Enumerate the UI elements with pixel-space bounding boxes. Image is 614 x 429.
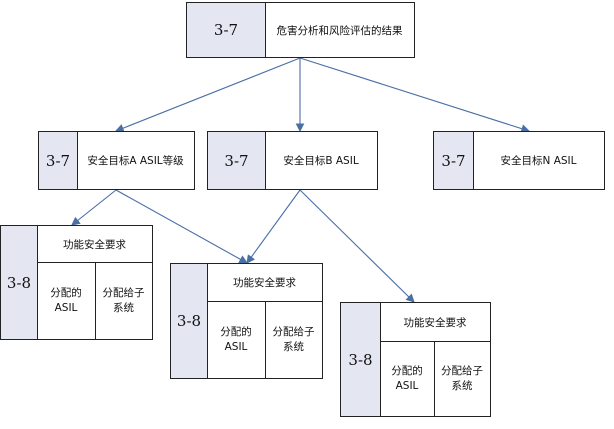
req-3-allocated-asil: 分配的 ASIL <box>380 341 435 416</box>
root-id: 3-7 <box>187 3 266 57</box>
req-1-allocated-asil: 分配的 ASIL <box>37 262 96 339</box>
req-1-id: 3-8 <box>1 226 38 339</box>
arrow-goal-b-to-req-3 <box>299 189 415 303</box>
req-3-id: 3-8 <box>341 303 381 416</box>
goal-box-b: 3-7 安全目标B ASIL <box>207 131 378 190</box>
req-2-title: 功能安全要求 <box>207 264 322 302</box>
goal-a-id: 3-7 <box>39 132 78 189</box>
goal-a-label: 安全目标A ASIL等级 <box>87 155 184 167</box>
goal-box-n: 3-7 安全目标N ASIL <box>433 131 605 190</box>
req-1-title: 功能安全要求 <box>37 226 152 263</box>
arrow-root-to-goal-n <box>299 57 531 133</box>
root-label: 危害分析和风险评估的结果 <box>276 24 403 37</box>
req-3-allocated-subsystem: 分配给子 系统 <box>441 365 483 392</box>
req-1-allocated-subsystem: 分配给子 系统 <box>102 287 145 314</box>
goal-n-id: 3-7 <box>434 132 474 189</box>
req-1-body: 功能安全要求 分配的 ASIL 分配给子 系统 <box>37 226 152 339</box>
arrow-goal-b-to-req-2 <box>246 189 301 264</box>
goal-n-label: 安全目标N ASIL <box>500 155 577 167</box>
requirement-box-1: 3-8 功能安全要求 分配的 ASIL 分配给子 系统 <box>0 225 153 340</box>
req-3-body: 功能安全要求 分配的 ASIL 分配给子 系统 <box>380 303 490 416</box>
requirement-box-3: 3-8 功能安全要求 分配的 ASIL 分配给子 系统 <box>340 302 491 417</box>
requirement-box-2: 3-8 功能安全要求 分配的 ASIL 分配给子 系统 <box>170 263 323 379</box>
arrow-root-to-goal-a <box>114 57 301 133</box>
arrow-goal-a-to-req-2 <box>115 189 248 264</box>
req-2-allocated-asil: 分配的 ASIL <box>207 301 266 378</box>
goal-b-id: 3-7 <box>208 132 266 189</box>
arrow-goal-a-to-req-1 <box>71 189 117 226</box>
req-2-id: 3-8 <box>171 264 208 378</box>
goal-b-label: 安全目标B ASIL <box>283 155 359 167</box>
req-3-title: 功能安全要求 <box>380 303 490 342</box>
goal-box-a: 3-7 安全目标A ASIL等级 <box>38 131 195 190</box>
req-2-allocated-subsystem: 分配给子 系统 <box>272 326 315 353</box>
root-box: 3-7 危害分析和风险评估的结果 <box>186 2 415 58</box>
req-2-body: 功能安全要求 分配的 ASIL 分配给子 系统 <box>207 264 322 378</box>
